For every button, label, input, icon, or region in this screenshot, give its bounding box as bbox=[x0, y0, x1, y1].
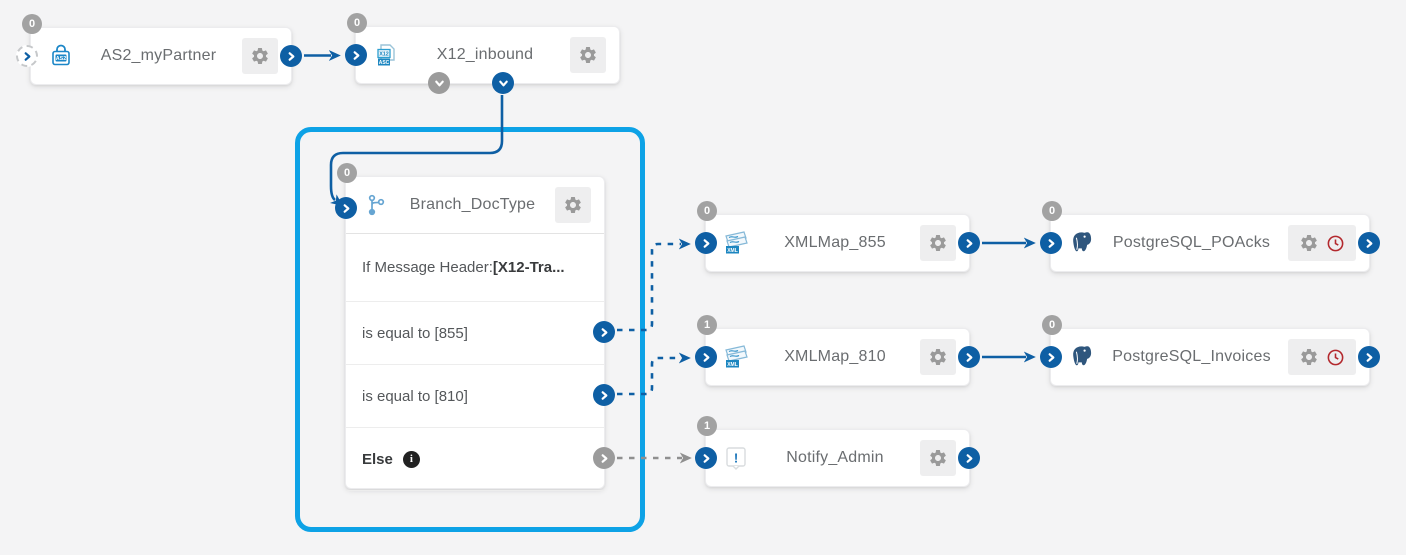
condition-text: If Message Header: bbox=[362, 259, 493, 276]
output-port-down-inactive[interactable] bbox=[428, 72, 450, 94]
node-xmlmap-855[interactable]: 0 XML XMLMap_855 bbox=[695, 201, 980, 272]
branch-case-855-row[interactable]: is equal to [855] bbox=[346, 302, 604, 365]
settings-button gear-icon[interactable] bbox=[1299, 233, 1319, 253]
schedule-clock-icon[interactable] bbox=[1326, 234, 1345, 253]
node-title: X12_inbound bbox=[436, 46, 534, 63]
input-port[interactable] bbox=[695, 232, 717, 254]
output-port-down-active[interactable] bbox=[492, 72, 514, 94]
message-count-badge: 0 bbox=[22, 14, 42, 34]
output-port[interactable] bbox=[280, 45, 302, 67]
input-port[interactable] bbox=[345, 44, 367, 66]
message-count-badge: 1 bbox=[697, 315, 717, 335]
postgresql-icon bbox=[1067, 229, 1095, 257]
node-xmlmap-810[interactable]: 1 XML XMLMap_810 bbox=[695, 315, 980, 386]
gear-icon bbox=[928, 448, 948, 468]
as2-icon: AS2 bbox=[47, 42, 75, 70]
info-icon: i bbox=[402, 450, 420, 468]
message-count-badge: 0 bbox=[1042, 315, 1062, 335]
node-postgresql-poacks[interactable]: 0 PostgreSQL_POAcks bbox=[1040, 201, 1380, 272]
x12-file-icon: X12 ASC bbox=[372, 41, 400, 69]
node-as2-mypartner[interactable]: 0 AS2 AS2_myPartner bbox=[16, 14, 302, 85]
case-855-label: is equal to [855] bbox=[362, 324, 468, 342]
settings-button gear-icon[interactable] bbox=[1299, 347, 1319, 367]
alert-icon: ! bbox=[722, 444, 750, 472]
node-title: XMLMap_810 bbox=[784, 348, 886, 365]
schedule-clock-icon[interactable] bbox=[1326, 348, 1345, 367]
branch-else-row[interactable]: Else i bbox=[346, 428, 604, 491]
alert-glyph: ! bbox=[734, 451, 738, 466]
x12-icon-sublabel: ASC bbox=[379, 60, 390, 66]
as2-icon-label: AS2 bbox=[56, 56, 67, 62]
xmlmap-icon: XML bbox=[722, 229, 750, 257]
input-port[interactable] bbox=[695, 346, 717, 368]
output-port-case-855[interactable] bbox=[593, 321, 615, 343]
output-port[interactable] bbox=[1358, 232, 1380, 254]
output-port[interactable] bbox=[958, 232, 980, 254]
settings-button[interactable] bbox=[555, 187, 591, 223]
output-port-case-810[interactable] bbox=[593, 384, 615, 406]
output-port[interactable] bbox=[1358, 346, 1380, 368]
node-postgresql-invoices[interactable]: 0 PostgreSQL_Invoices bbox=[1040, 315, 1380, 386]
message-count-badge: 1 bbox=[697, 416, 717, 436]
postgresql-icon bbox=[1067, 343, 1095, 371]
condition-value: [X12-Tra... bbox=[492, 259, 565, 276]
message-count-badge: 0 bbox=[347, 13, 367, 33]
output-port-else[interactable] bbox=[593, 447, 615, 469]
gear-icon bbox=[563, 195, 583, 215]
node-x12-inbound[interactable]: 0 X12 ASC X12_inbound bbox=[345, 13, 620, 94]
else-label: Else bbox=[362, 450, 393, 468]
node-title: PostgreSQL_POAcks bbox=[1112, 234, 1271, 251]
x12-icon-label: X12 bbox=[379, 52, 389, 58]
branch-header[interactable]: Branch_DocType bbox=[346, 177, 604, 234]
gear-icon bbox=[928, 233, 948, 253]
xml-icon-label: XML bbox=[727, 362, 738, 368]
node-branch-doctype[interactable]: 0 Branch_DocType If Message Header: [X12… bbox=[335, 163, 615, 491]
node-title: Notify_Admin bbox=[786, 449, 884, 466]
node-notify-admin[interactable]: 1 ! Notify_Admin bbox=[695, 416, 980, 487]
settings-button[interactable] bbox=[920, 440, 956, 476]
xml-icon-label: XML bbox=[727, 248, 738, 254]
input-port[interactable] bbox=[695, 447, 717, 469]
input-port[interactable] bbox=[1040, 232, 1062, 254]
node-title: XMLMap_855 bbox=[784, 234, 886, 251]
output-port[interactable] bbox=[958, 346, 980, 368]
message-count-badge: 0 bbox=[697, 201, 717, 221]
settings-button[interactable] bbox=[242, 38, 278, 74]
gear-icon bbox=[578, 45, 598, 65]
gear-icon bbox=[250, 46, 270, 66]
case-810-label: is equal to [810] bbox=[362, 387, 468, 405]
branch-icon bbox=[362, 191, 390, 219]
message-count-badge: 0 bbox=[1042, 201, 1062, 221]
node-title: AS2_myPartner bbox=[100, 47, 217, 64]
gear-icon bbox=[928, 347, 948, 367]
settings-button[interactable] bbox=[570, 37, 606, 73]
input-port[interactable] bbox=[335, 197, 357, 219]
node-title: Branch_DocType bbox=[409, 196, 536, 213]
node-title: PostgreSQL_Invoices bbox=[1112, 348, 1271, 365]
input-port[interactable] bbox=[1040, 346, 1062, 368]
settings-button[interactable] bbox=[920, 339, 956, 375]
branch-case-810-row[interactable]: is equal to [810] bbox=[346, 365, 604, 428]
output-port[interactable] bbox=[958, 447, 980, 469]
branch-condition-row[interactable]: If Message Header: [X12-Tra... bbox=[346, 234, 604, 302]
xmlmap-icon: XML bbox=[722, 343, 750, 371]
message-count-badge: 0 bbox=[337, 163, 357, 183]
settings-button[interactable] bbox=[920, 225, 956, 261]
input-port[interactable] bbox=[16, 45, 38, 67]
